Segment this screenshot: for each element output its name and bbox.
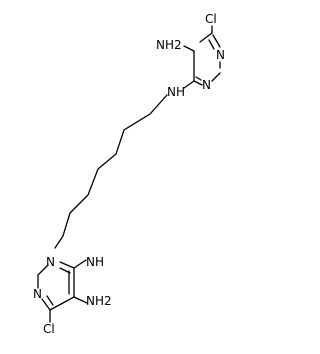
upper-n1-label: N — [216, 48, 225, 62]
bond-c4-nh-upper — [183, 80, 195, 89]
upper-pyrimidine-ring — [183, 25, 221, 89]
bond-c6-c5-lower — [49, 296, 75, 311]
upper-cl-label: Cl — [205, 12, 217, 26]
lower-nh-n-label: N — [86, 255, 95, 269]
lower-nh-h-label: H — [95, 255, 104, 269]
bond-c4-n3-lower — [59, 261, 75, 269]
bond-c2-n3-upper — [211, 72, 221, 82]
lower-n1-label: N — [33, 287, 42, 301]
lower-cl-label: Cl — [43, 322, 55, 336]
lower-n3-label: N — [46, 255, 55, 269]
bond-c6-n1-upper-inner — [208, 39, 215, 50]
bond-c5-c6-upper — [199, 32, 213, 43]
lower-pyrimidine-ring — [37, 259, 88, 323]
bond-n3-c4-upper-inner — [195, 76, 202, 81]
upper-nh-h-label: H — [176, 85, 185, 99]
upper-nh2-label: NH2 — [156, 38, 182, 52]
lower-nh2-label: NH2 — [86, 294, 112, 308]
bond-c5-nh2-upper — [183, 45, 195, 52]
upper-n3-label: N — [202, 78, 211, 92]
bond-n1-c6-lower — [41, 298, 51, 311]
bond-nh-c4-lower — [73, 259, 87, 269]
bond-n3-c4-upper — [193, 80, 203, 86]
bond-n3-c2-lower — [37, 264, 49, 276]
upper-nh-n-label: N — [167, 85, 176, 99]
bond-c5-nh2-lower — [73, 296, 88, 304]
molecule-structure: Cl NH2 N N N H N H N N NH2 Cl — [33, 12, 225, 336]
octyl-chain — [54, 94, 168, 249]
bond-c6-n1-upper — [212, 34, 221, 48]
bond-c4-n3-lower-inner — [59, 267, 71, 274]
bond-n1-c6-lower-inner — [46, 295, 54, 306]
